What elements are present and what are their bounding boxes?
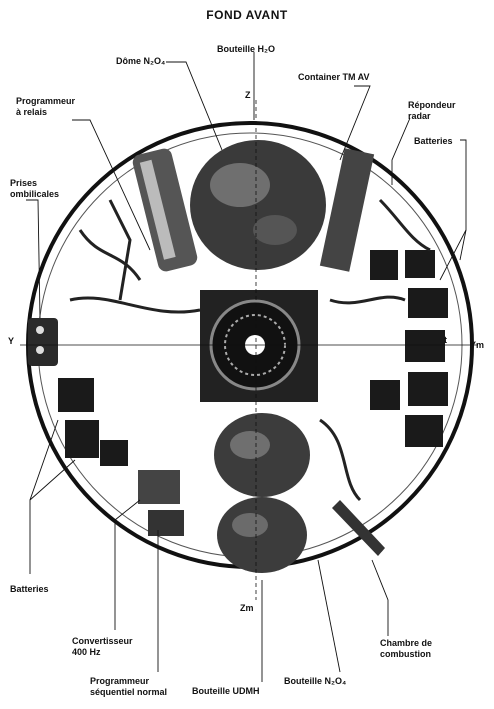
label-repondeur-radar-2: radar <box>408 111 431 121</box>
label-programmeur-seq-1: Programmeur <box>90 676 150 686</box>
label-programmeur-seq-2: séquentiel normal <box>90 687 168 697</box>
label-convertisseur-1: Convertisseur <box>72 636 133 646</box>
label-batteries-left: Batteries <box>10 584 49 594</box>
diagram-title: FOND AVANT <box>206 8 288 22</box>
axis-t: t <box>444 335 447 345</box>
label-programmeur-relais-2: à relais <box>16 107 48 117</box>
axis-y-left: Y <box>8 336 15 346</box>
leader-lines <box>26 52 467 682</box>
batteries-right <box>370 250 448 447</box>
dome-n2o4-sphere <box>190 140 326 270</box>
label-prises-1: Prises <box>10 178 38 188</box>
batteries-left <box>58 378 128 466</box>
axis-y-right: Ym <box>470 340 485 350</box>
umbilical-plugs <box>28 318 58 366</box>
label-prises-2: ombilicales <box>10 189 60 199</box>
label-chambre-1: Chambre de <box>380 638 433 648</box>
label-repondeur-radar-1: Répondeur <box>408 100 456 110</box>
combustion-chamber <box>332 500 385 556</box>
label-container-tm-av: Container TM AV <box>298 72 370 82</box>
label-batteries-top: Batteries <box>414 136 453 146</box>
label-bouteille-h2o: Bouteille H₂O <box>217 44 276 54</box>
axis-z-top: Z <box>245 90 251 100</box>
sequential-programmer-box <box>148 510 184 536</box>
container-tm-av <box>319 148 375 272</box>
bouteille-udmh-sphere <box>217 497 307 573</box>
piping <box>69 198 431 502</box>
converter-400hz-box <box>138 470 180 504</box>
label-programmeur-relais-1: Programmeur <box>16 96 76 106</box>
label-dome-n2o4: Dôme N₂O₄ <box>116 56 166 66</box>
label-chambre-2: combustion <box>380 649 431 659</box>
label-bouteille-udmh: Bouteille UDMH <box>192 686 260 696</box>
label-bouteille-n2o4: Bouteille N₂O₄ <box>284 676 347 686</box>
axis-z-bottom: Zm <box>240 603 254 613</box>
label-convertisseur-2: 400 Hz <box>72 647 101 657</box>
